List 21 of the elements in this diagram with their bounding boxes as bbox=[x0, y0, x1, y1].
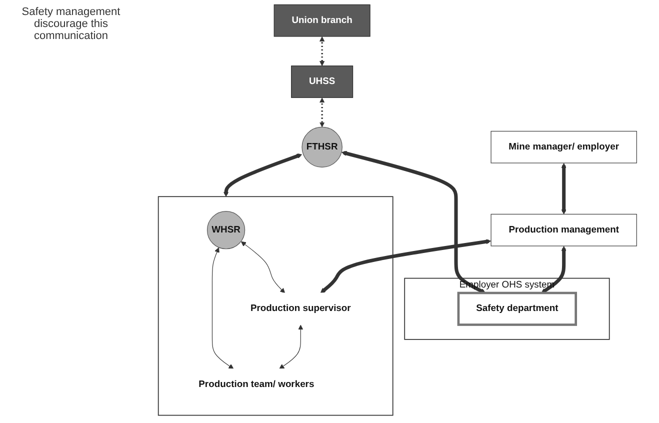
node-text: Production team/ workers bbox=[198, 379, 314, 390]
arrow bbox=[541, 246, 566, 294]
node-box: Union branch bbox=[274, 4, 370, 37]
arrow bbox=[320, 239, 492, 294]
node-box: Production management bbox=[490, 214, 637, 246]
node-text: Production supervisor bbox=[250, 304, 351, 314]
node-box: UHSS bbox=[291, 66, 354, 98]
annotation-note: Safety management discourage this communication bbox=[20, 6, 122, 42]
arrow bbox=[240, 241, 286, 294]
arrow bbox=[320, 98, 325, 128]
node-box: Safety department bbox=[457, 292, 578, 326]
arrow bbox=[212, 247, 234, 370]
arrow bbox=[223, 154, 302, 197]
cluster bbox=[158, 196, 394, 416]
node-box: Mine manager/ employer bbox=[490, 130, 637, 164]
arrow bbox=[561, 163, 566, 214]
node-circle: FTHSR bbox=[302, 126, 342, 168]
arrow bbox=[320, 36, 325, 66]
arrow bbox=[279, 324, 304, 370]
node-circle: WHSR bbox=[206, 211, 246, 250]
arrow bbox=[342, 150, 486, 294]
